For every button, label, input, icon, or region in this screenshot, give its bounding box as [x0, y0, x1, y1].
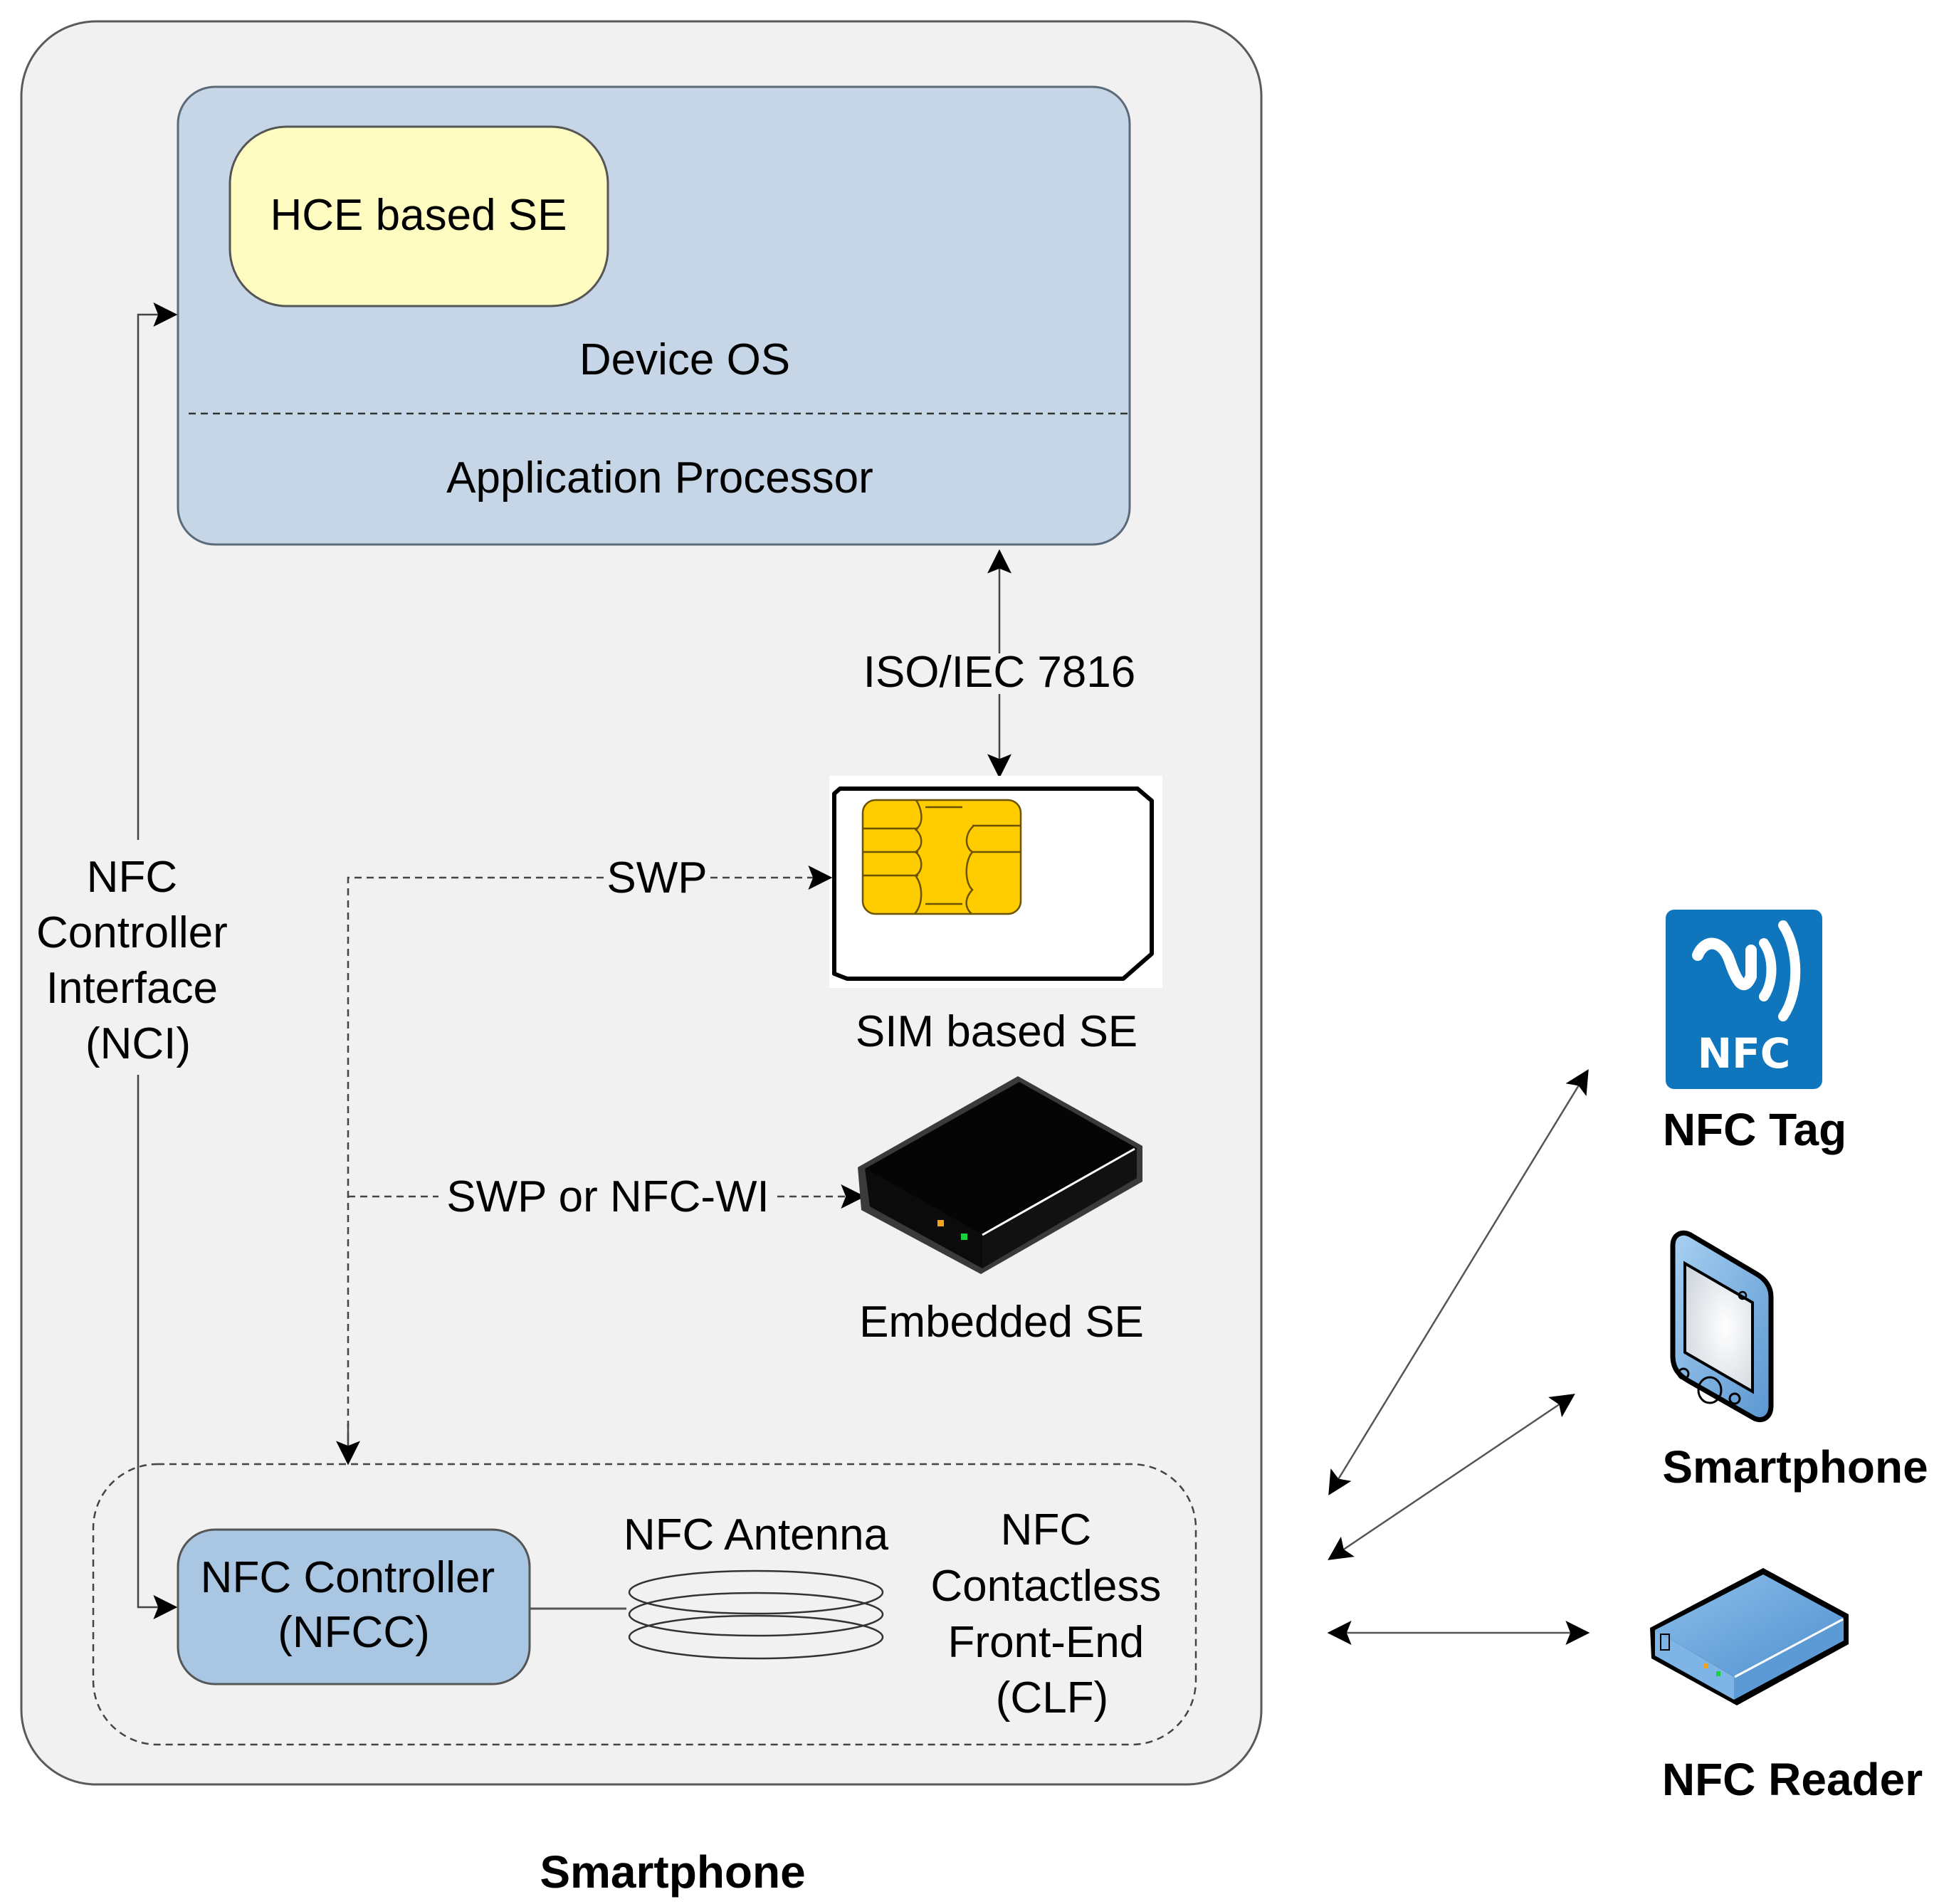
nfc-tag-icon-text: NFC — [1698, 1029, 1791, 1078]
external-links — [1327, 1069, 1590, 1645]
nci-link: NFC Controller Interface (NCI) — [36, 303, 240, 1619]
sim-chip-icon — [861, 799, 1022, 915]
nfc-controller-label: NFC Controller (NFCC) — [201, 1553, 508, 1657]
embedded-se-label: Embedded SE — [859, 1298, 1144, 1347]
sim-se-block[interactable]: SIM based SE — [829, 776, 1162, 1056]
external-nfc-reader[interactable]: NFC Reader — [1650, 1568, 1923, 1805]
swp-line-left — [347, 876, 604, 1452]
nfc-antenna-label: NFC Antenna — [624, 1510, 889, 1560]
swp-nfcwi-label: SWP or NFC-WI — [446, 1172, 769, 1221]
swp-links: SWP SWP or NFC-WI — [336, 853, 866, 1466]
embedded-se-chip-icon — [858, 1076, 1142, 1274]
smartphone-icon — [1670, 1230, 1774, 1422]
swp-label: SWP — [606, 853, 707, 903]
external-smartphone[interactable]: Smartphone — [1662, 1230, 1928, 1493]
status-led-orange — [937, 1220, 944, 1226]
link-nfc-tag — [1328, 1069, 1589, 1495]
hce-se-box[interactable] — [228, 125, 609, 307]
iso-7816-label: ISO/IEC 7816 — [863, 648, 1136, 697]
device-os-label: Device OS — [579, 335, 790, 384]
link-smartphone — [1328, 1394, 1575, 1560]
nfc-reader-icon — [1650, 1568, 1849, 1705]
embedded-se-block[interactable]: Embedded SE — [858, 1076, 1144, 1347]
nci-label: NFC Controller Interface (NCI) — [36, 853, 240, 1068]
nfc-reader-label: NFC Reader — [1662, 1754, 1923, 1805]
smartphone-device-label: Smartphone — [1662, 1441, 1928, 1493]
nci-arrow-up — [137, 303, 178, 840]
sim-se-label: SIM based SE — [856, 1007, 1137, 1056]
nfc-antenna-icon — [628, 1569, 884, 1660]
application-processor-label: Application Processor — [446, 453, 873, 503]
clf-label: NFC Contactless Front-End (CLF) — [930, 1505, 1173, 1722]
smartphone-caption: Smartphone — [540, 1846, 805, 1898]
clf-boundary — [92, 1463, 1197, 1746]
application-processor-block[interactable]: HCE based SE Device OS Application Proce… — [177, 85, 1131, 546]
status-led-green — [961, 1234, 967, 1240]
nfc-tag-label: NFC Tag — [1663, 1104, 1846, 1155]
external-nfc-tag[interactable]: NFC NFC Tag — [1663, 910, 1846, 1155]
sim-card-icon — [832, 787, 1154, 981]
nfc-controller-box[interactable] — [177, 1528, 531, 1685]
nfc-tag-icon: NFC — [1666, 910, 1822, 1089]
nci-arrow-down — [137, 1075, 178, 1619]
clf-block: NFC Controller (NFCC) NFC Antenna NFC Co… — [92, 1463, 1197, 1746]
iso-7816-link: ISO/IEC 7816 — [863, 549, 1136, 779]
hce-se-label: HCE based SE — [270, 191, 567, 240]
